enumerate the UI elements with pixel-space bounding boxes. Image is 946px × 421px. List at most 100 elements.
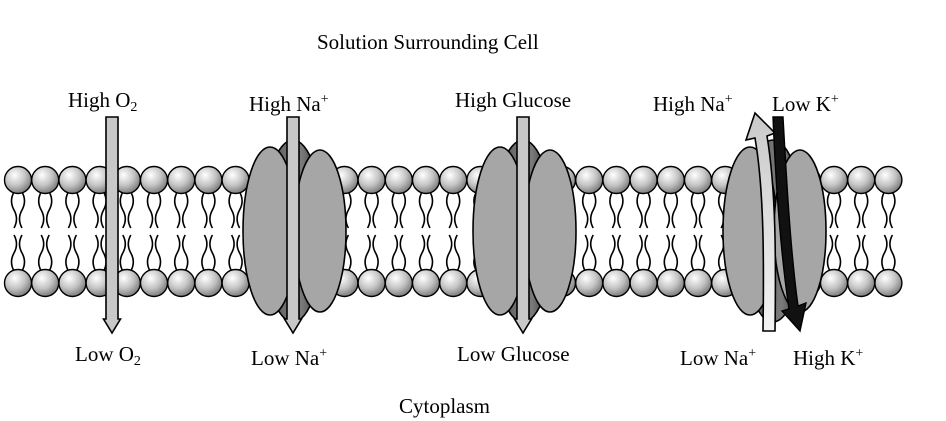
- phospholipid-head-icon: [819, 165, 849, 195]
- lipid-tail: [173, 234, 181, 272]
- phospholipid-head-icon: [3, 165, 33, 195]
- phospholipid-head-icon: [3, 268, 33, 298]
- transport-arrows: [102, 111, 807, 335]
- lipid-tail: [236, 191, 243, 229]
- protein-lobe-right: [293, 149, 347, 313]
- lipid-tail: [609, 234, 616, 272]
- phospholipid-head-icon: [357, 268, 386, 298]
- phospholipid-head-icon: [629, 165, 658, 195]
- glucose-transporter-icon: [472, 139, 577, 323]
- glucose-down-arrow-icon: [513, 116, 533, 335]
- phospholipid-head-icon: [31, 165, 60, 195]
- lipid-tail: [453, 234, 461, 272]
- oxygen-down-arrow-icon: [102, 116, 122, 335]
- low-glucose-label: Low Glucose: [457, 342, 570, 366]
- low-oxygen-label: Low O2: [75, 342, 141, 369]
- lipid-tail: [881, 234, 888, 272]
- extracellular-label: Solution Surrounding Cell: [317, 30, 539, 54]
- pump-high-sodium-label: High Na+: [653, 92, 733, 116]
- lipid-tail: [889, 234, 896, 272]
- lipid-tail: [581, 234, 589, 272]
- lipid-tail: [853, 191, 861, 229]
- phospholipid-head-icon: [874, 165, 903, 195]
- lipid-tail: [209, 191, 216, 229]
- high-sodium-label: High Na+: [249, 92, 329, 116]
- phospholipid-head-icon: [166, 165, 196, 195]
- phospholipid-head-icon: [166, 268, 196, 298]
- lipid-tail: [589, 234, 597, 272]
- lipid-tail: [364, 191, 371, 229]
- lipid-tail: [18, 234, 26, 272]
- lipid-tail: [372, 191, 379, 229]
- lipid-tail: [853, 234, 861, 272]
- pump-low-sodium-label: Low Na+: [680, 346, 757, 370]
- lipid-tail: [209, 234, 216, 272]
- lipid-tail: [65, 234, 72, 272]
- phospholipid-head-icon: [656, 165, 685, 195]
- pump-low-potassium-label: Low K+: [772, 92, 839, 116]
- lipid-tail: [399, 234, 407, 272]
- lipid-tail: [146, 191, 154, 229]
- phospholipid-head-icon: [819, 268, 849, 298]
- lipid-tail: [834, 191, 842, 229]
- lipid-tail: [37, 234, 45, 272]
- lipid-tail: [826, 234, 834, 272]
- lipid-tail: [636, 191, 643, 229]
- lipid-tail: [453, 191, 461, 229]
- lipid-tail: [181, 234, 189, 272]
- lipid-tail: [617, 191, 624, 229]
- lipid-tail: [181, 191, 189, 229]
- lipid-tail: [73, 191, 80, 229]
- lipid-tail: [364, 234, 371, 272]
- lipid-tail: [445, 234, 453, 272]
- lipid-tail: [391, 234, 399, 272]
- phospholipid-head-icon: [439, 165, 468, 195]
- lipid-tail: [18, 191, 26, 229]
- phospholipid-head-icon: [874, 268, 903, 298]
- low-sodium-label: Low Na+: [251, 346, 328, 370]
- lipid-tail: [889, 191, 896, 229]
- lipid-tail: [73, 234, 80, 272]
- phospholipid-head-icon: [58, 165, 87, 195]
- phospholipid-head-icon: [575, 268, 604, 298]
- lipid-tail: [690, 234, 698, 272]
- lipid-tail: [228, 234, 235, 272]
- lipid-tail: [65, 191, 72, 229]
- lipid-tail: [834, 234, 842, 272]
- lipid-tail: [644, 191, 651, 229]
- lipid-tail: [10, 234, 18, 272]
- lipid-tail: [45, 234, 53, 272]
- lipid-tail: [826, 191, 834, 229]
- lipid-tail: [236, 234, 243, 272]
- lipid-tail: [690, 191, 698, 229]
- phospholipid-head-icon: [602, 268, 631, 298]
- phospholipid-head-icon: [847, 165, 876, 195]
- cytoplasm-label: Cytoplasm: [399, 394, 491, 418]
- phospholipid-head-icon: [58, 268, 87, 298]
- lipid-tail: [45, 191, 53, 229]
- lipid-tail: [589, 191, 597, 229]
- lipid-tail: [228, 191, 235, 229]
- phospholipid-head-icon: [411, 165, 441, 195]
- lipid-tail: [201, 191, 208, 229]
- lipid-tail: [663, 191, 671, 229]
- phospholipid-head-icon: [221, 268, 250, 298]
- lipid-tail: [201, 234, 208, 272]
- phospholipid-head-icon: [194, 165, 223, 195]
- lipid-tail: [609, 191, 616, 229]
- lipid-tail: [698, 234, 706, 272]
- high-oxygen-label: High O2: [68, 88, 138, 115]
- lipid-tail: [861, 234, 869, 272]
- potassium-down-arrow-icon: [772, 116, 807, 333]
- lipid-tail: [418, 191, 426, 229]
- lipid-tail: [617, 234, 624, 272]
- phospholipid-head-icon: [384, 268, 413, 298]
- phospholipid-head-icon: [221, 165, 250, 195]
- phospholipid-head-icon: [602, 165, 631, 195]
- lipid-tail: [663, 234, 671, 272]
- lipid-tail: [698, 191, 706, 229]
- phospholipid-head-icon: [439, 268, 468, 298]
- lipid-tail: [10, 191, 18, 229]
